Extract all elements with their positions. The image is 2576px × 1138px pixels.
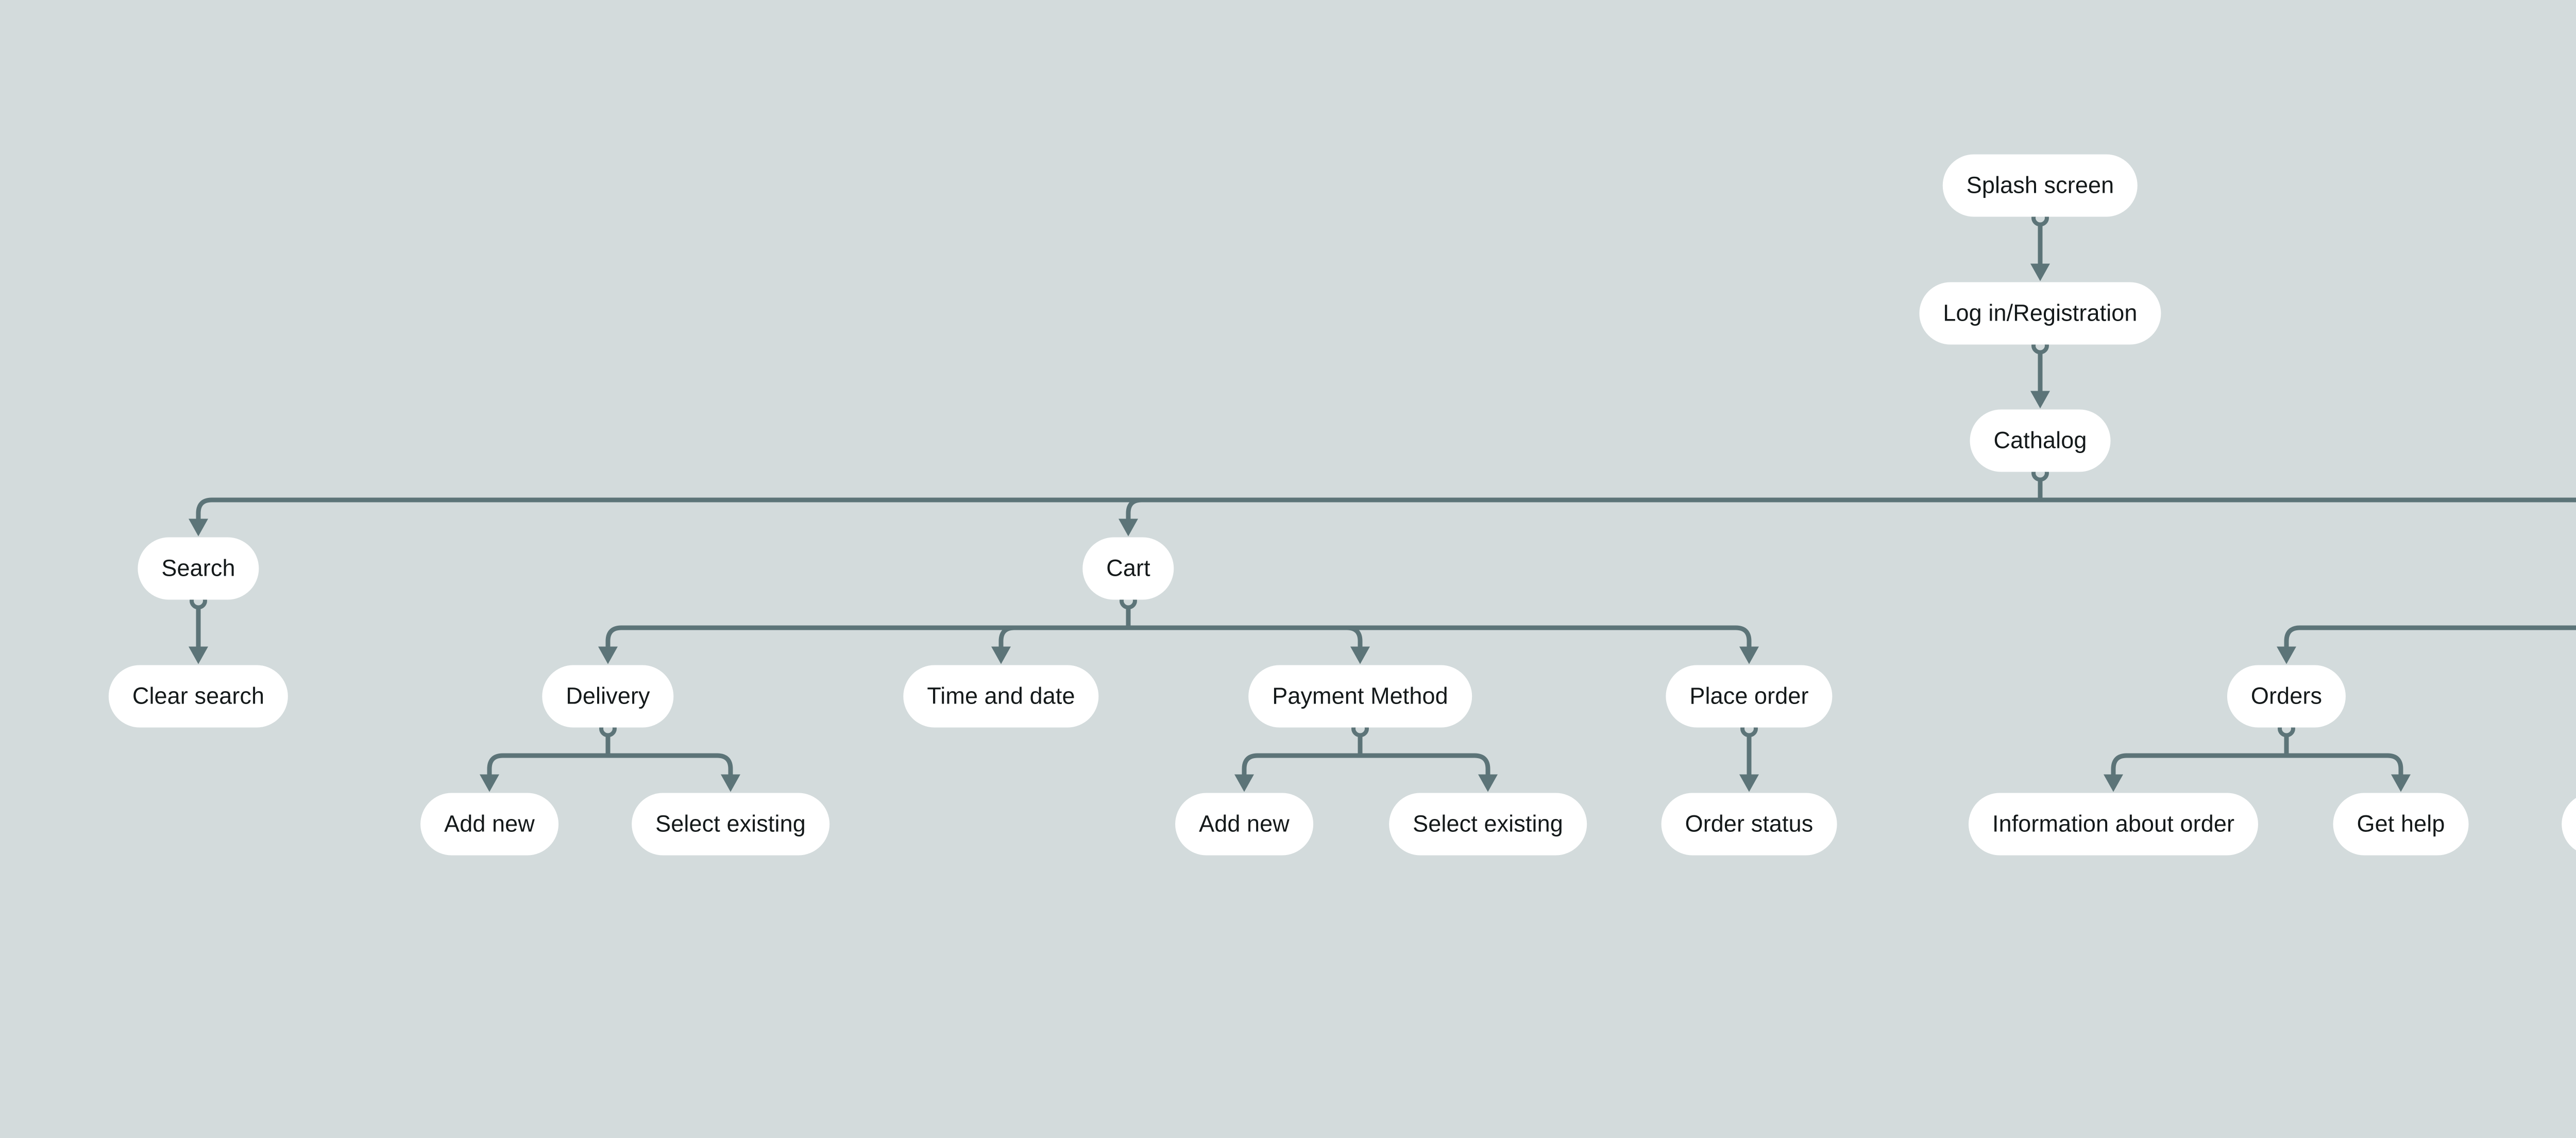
connector-line xyxy=(487,753,503,776)
arrow-head-icon xyxy=(1234,774,1254,792)
flow-node-label: Add new xyxy=(444,810,535,837)
arrow-head-icon xyxy=(2104,774,2123,792)
flow-node-label: Splash screen xyxy=(1966,172,2114,198)
flow-node-splash[interactable]: Splash screen xyxy=(1942,154,2138,217)
flow-node-label: Time and date xyxy=(927,682,1075,709)
arrow-head-icon xyxy=(1118,518,1138,537)
flow-node-label: Cathalog xyxy=(1993,427,2087,454)
flow-node-orderstatus[interactable]: Order status xyxy=(1661,793,1837,856)
flow-node-infoorder[interactable]: Information about order xyxy=(1968,793,2259,856)
flow-node-addnew2[interactable]: Add new xyxy=(1175,793,1313,856)
flow-node-delivery[interactable]: Delivery xyxy=(542,665,674,728)
flow-node-catalog[interactable]: Cathalog xyxy=(1970,409,2111,472)
connector-line xyxy=(605,625,622,648)
flow-node-selectexist1[interactable]: Select existing xyxy=(632,793,829,856)
flow-node-timedate[interactable]: Time and date xyxy=(903,665,1099,728)
arrow-head-icon xyxy=(2030,391,2050,409)
connector-line xyxy=(196,497,212,520)
flow-node-label: Place order xyxy=(1689,682,1809,709)
flow-node-orders[interactable]: Orders xyxy=(2227,665,2346,728)
flow-node-selectexist2[interactable]: Select existing xyxy=(1389,793,1587,856)
flow-node-label: Delivery xyxy=(566,682,650,709)
flow-node-label: Information about order xyxy=(1992,810,2235,837)
connector-line xyxy=(998,625,1015,648)
connector-line xyxy=(1735,625,1752,648)
arrow-head-icon xyxy=(189,518,208,537)
connector-line xyxy=(1126,497,1142,520)
arrow-head-icon xyxy=(1350,646,1370,664)
connector-line xyxy=(2111,753,2127,776)
arrow-head-icon xyxy=(598,646,618,664)
arrow-head-icon xyxy=(2277,646,2296,664)
connector-line xyxy=(717,753,733,776)
flow-node-editname[interactable]: Edit name xyxy=(2562,793,2576,856)
arrow-head-icon xyxy=(480,774,499,792)
arrow-head-icon xyxy=(1739,646,1759,664)
flow-node-label: Select existing xyxy=(1413,810,1563,837)
connector-line xyxy=(1346,625,1363,648)
flow-node-cart[interactable]: Cart xyxy=(1082,537,1174,600)
connector-line xyxy=(2387,753,2403,776)
flow-node-label: Order status xyxy=(1685,810,1814,837)
flow-node-label: Clear search xyxy=(132,682,265,709)
arrow-head-icon xyxy=(2030,263,2050,281)
flow-node-placeorder[interactable]: Place order xyxy=(1666,665,1833,728)
arrow-head-icon xyxy=(2391,774,2411,792)
flow-node-addnew1[interactable]: Add new xyxy=(420,793,558,856)
flow-node-search[interactable]: Search xyxy=(138,537,259,600)
flow-node-label: Orders xyxy=(2250,682,2323,709)
arrow-head-icon xyxy=(1739,774,1759,792)
flow-node-label: Search xyxy=(161,555,235,581)
flow-node-label: Select existing xyxy=(655,810,806,837)
arrow-head-icon xyxy=(1478,774,1498,792)
connector-line xyxy=(2284,625,2300,648)
flow-node-label: Cart xyxy=(1106,555,1150,581)
arrow-head-icon xyxy=(991,646,1011,664)
flow-node-label: Add new xyxy=(1199,810,1290,837)
flow-node-clearsearch[interactable]: Clear search xyxy=(108,665,289,728)
arrow-head-icon xyxy=(721,774,740,792)
flow-node-label: Get help xyxy=(2357,810,2445,837)
flow-node-label: Payment Method xyxy=(1272,682,1448,709)
connector-line xyxy=(1242,753,1258,776)
flow-node-label: Log in/Registration xyxy=(1943,299,2138,326)
flow-node-gethelp[interactable]: Get help xyxy=(2333,793,2469,856)
connector-line xyxy=(1474,753,1490,776)
arrow-head-icon xyxy=(189,646,208,664)
flow-node-login[interactable]: Log in/Registration xyxy=(1919,282,2161,345)
flow-node-payment[interactable]: Payment Method xyxy=(1248,665,1472,728)
